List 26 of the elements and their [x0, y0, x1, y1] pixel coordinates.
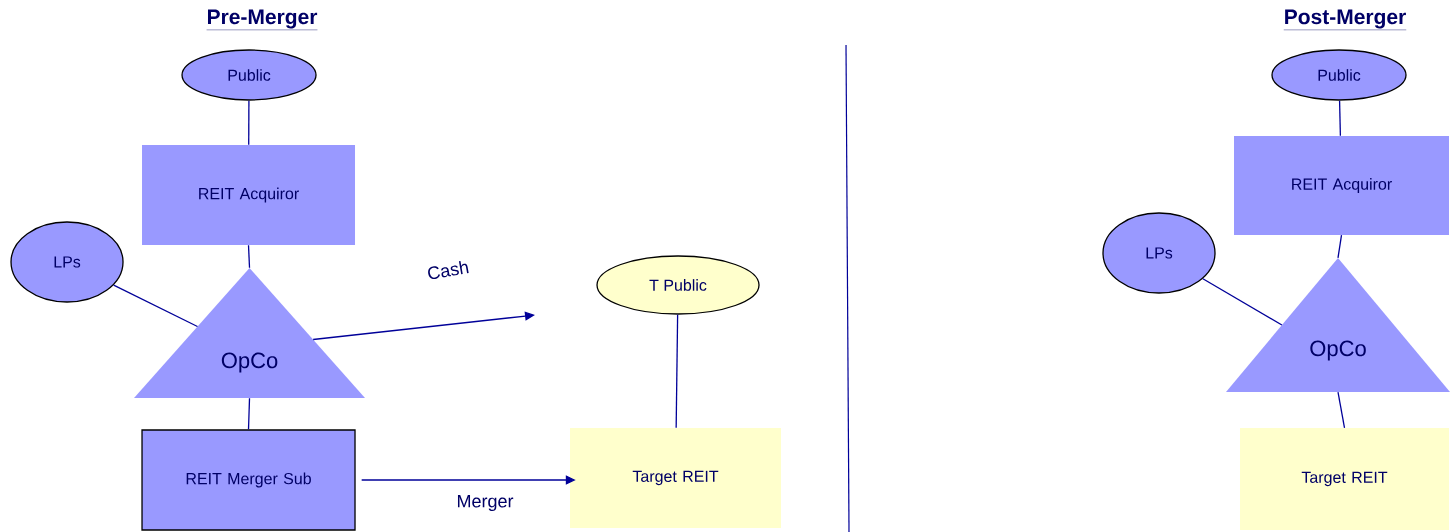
- triangle-node: OpCo: [134, 268, 365, 398]
- connector-line: [248, 100, 250, 146]
- connector-line: [1202, 278, 1283, 326]
- connector-line: [675, 314, 679, 429]
- entity-box: Target REIT: [1240, 428, 1449, 530]
- ellipse-node: LPs: [1102, 212, 1216, 294]
- ellipse-node: T Public: [596, 255, 760, 315]
- section-heading: Pre-Merger: [206, 9, 318, 31]
- connector-line: [247, 397, 251, 430]
- edge-label: Cash: [425, 258, 471, 282]
- connector-line: [1337, 391, 1346, 429]
- ellipse-node: Public: [1271, 49, 1407, 101]
- edge-label: Merger: [455, 493, 515, 513]
- connector-line: [113, 284, 199, 328]
- entity-box: Target REIT: [570, 428, 781, 528]
- arrow: [312, 311, 535, 341]
- section-heading: Post-Merger: [1283, 9, 1407, 31]
- connector-line: [1338, 100, 1342, 137]
- entity-box: REIT Acquiror: [142, 145, 355, 245]
- entity-box: REIT Merger Sub: [141, 429, 356, 531]
- triangle-node: OpCo: [1226, 258, 1450, 392]
- connector-line: [1337, 234, 1343, 259]
- connector-line: [247, 244, 251, 269]
- ellipse-node: Public: [181, 49, 317, 101]
- ellipse-node: LPs: [10, 221, 124, 303]
- entity-box: REIT Acquiror: [1234, 136, 1449, 235]
